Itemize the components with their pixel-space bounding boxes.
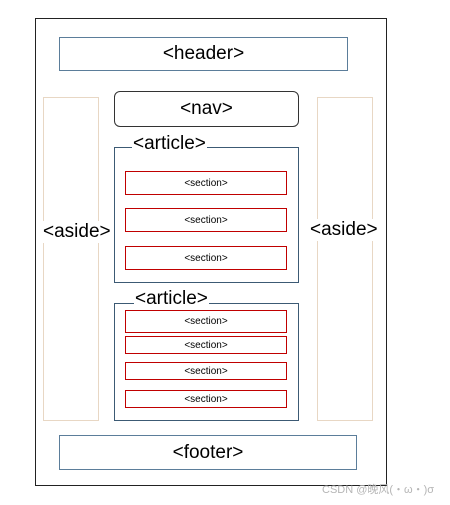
- article-2-label: <article>: [134, 288, 209, 309]
- article-1-section-3: <section>: [125, 246, 287, 270]
- page-frame: [35, 18, 387, 486]
- article-1-section-1: <section>: [125, 171, 287, 195]
- aside-right-box: [317, 97, 373, 421]
- aside-left-box: [43, 97, 99, 421]
- article-1-section-2: <section>: [125, 208, 287, 232]
- aside-left-label: <aside>: [42, 221, 112, 243]
- section-label: <section>: [184, 339, 228, 351]
- header-box: <header>: [59, 37, 348, 71]
- section-label: <section>: [184, 177, 228, 189]
- footer-label: <footer>: [172, 441, 244, 463]
- article-2-section-2: <section>: [125, 336, 287, 354]
- article-2-section-4: <section>: [125, 390, 287, 408]
- aside-right-label: <aside>: [309, 219, 379, 241]
- section-label: <section>: [184, 252, 228, 264]
- nav-box: <nav>: [114, 91, 299, 127]
- article-2-section-3: <section>: [125, 362, 287, 380]
- watermark-text: CSDN @晚风(・ω・)σ: [322, 484, 435, 496]
- section-label: <section>: [184, 214, 228, 226]
- header-label: <header>: [162, 43, 245, 64]
- article-1-label: <article>: [132, 133, 207, 154]
- footer-box: <footer>: [59, 435, 357, 470]
- section-label: <section>: [184, 365, 228, 377]
- section-label: <section>: [184, 393, 228, 405]
- article-2-section-1: <section>: [125, 310, 287, 333]
- nav-label: <nav>: [180, 98, 233, 119]
- section-label: <section>: [184, 316, 228, 327]
